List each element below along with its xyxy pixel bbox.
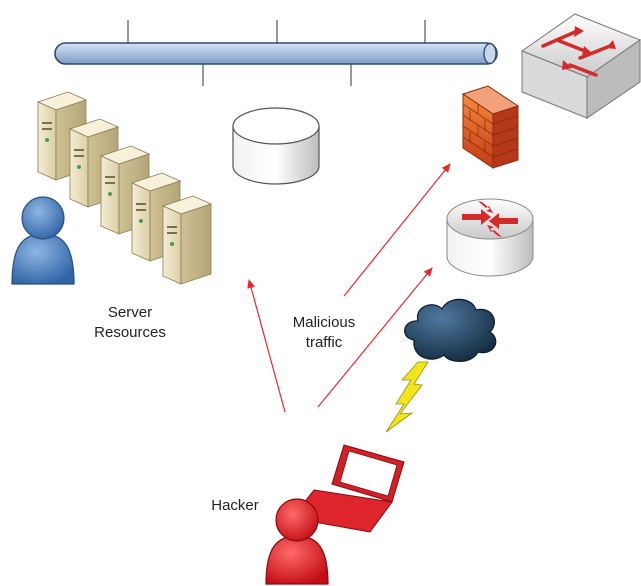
malicious-traffic-line2: traffic — [305, 334, 343, 351]
laptop-icon — [29, 444, 405, 533]
firewall-icon — [461, 85, 520, 169]
attack-arrow-to-firewall — [343, 163, 451, 297]
network-bus — [54, 20, 498, 86]
lightning-icon — [385, 361, 429, 433]
user-icon — [11, 196, 75, 285]
database-icon — [232, 107, 320, 185]
server-resources-label: Server Resources — [70, 303, 190, 343]
server-resources-line2: Resources — [94, 324, 166, 341]
attack-arrow-to-servers — [247, 279, 286, 413]
malicious-traffic-label: Malicious traffic — [272, 313, 376, 353]
hacker-label: Hacker — [211, 497, 259, 514]
hacker-icon — [265, 498, 329, 585]
server-rack-icon — [36, 91, 213, 285]
router-icon — [446, 198, 534, 277]
cloud-icon — [404, 298, 497, 362]
attack-arrows — [247, 163, 451, 413]
attack-arrow-to-router — [317, 267, 433, 408]
malicious-traffic-line1: Malicious — [292, 314, 356, 331]
server-resources-line1: Server — [107, 304, 153, 321]
switch-icon — [520, 13, 641, 119]
